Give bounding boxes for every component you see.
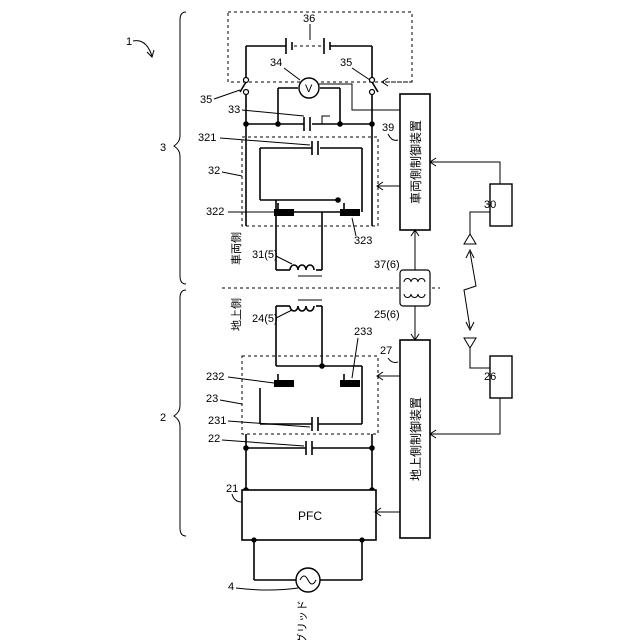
label-ground-side: 地上側 [230,298,243,331]
ref-inv-sw232: 232 [206,371,224,383]
ref-inv-sw233: 233 [354,326,372,338]
ref-relay-left: 35 [200,94,212,106]
ref-vehicle-system: 3 [160,142,166,154]
vehicle-antenna-feed [470,212,490,234]
ref-cap22: 22 [208,433,220,445]
ref-cap33: 33 [228,104,240,116]
ref-ground-system: 2 [160,412,166,424]
ref-ground-comm: 25(6) [374,309,400,321]
rect-cap-leader [220,138,310,145]
node-grid-left [251,537,256,542]
comm-device-frame [400,270,430,306]
pfc-label: PFC [298,509,322,523]
ref-relay-right: 35 [340,57,352,69]
ground-ctrl-leader [388,358,398,363]
node-22-right [369,445,375,451]
label-vehicle-side: 車両側 [229,232,243,265]
ref-grid: 4 [228,581,234,593]
ref-vehicle-comm: 37(6) [374,259,400,271]
node-33-mid-right [337,121,343,127]
ground-coil [290,306,314,311]
inv-switch-232 [274,380,294,387]
vehicle-antenna-icon [464,234,476,244]
rect-switch-323 [340,209,360,216]
node-rect-mid [335,197,341,203]
node-33-left [243,121,249,127]
vehicle-coil [290,265,314,270]
ref-vehicle-ctrl: 39 [382,122,394,134]
voltmeter-symbol-text: V [305,83,313,95]
node-33-right [369,121,375,127]
battery-unit-frame [228,12,412,82]
ref-vehicle-antenna: 30 [484,199,496,211]
relay-right-leader [352,68,370,80]
ref-rect-sw323: 323 [354,235,372,247]
ref-vehicle-coil: 31(5) [252,249,278,261]
cap22-leader [222,440,304,446]
inverter-frame [242,356,378,434]
grid-label: グリッド [295,600,309,640]
relay-right-contact-top [370,78,375,83]
ground-antenna-icon [464,338,476,348]
ref-ground-antenna: 26 [484,371,496,383]
cap33-leader [242,110,304,116]
ref-pfc: 21 [226,483,238,495]
ref-battery: 36 [303,13,315,25]
ref-system: 1 [126,36,132,48]
inv-sw233-leader [352,338,358,378]
ground-antenna-feed [470,348,490,368]
ground-antenna-link [430,398,500,434]
relay-right-contact-bottom [370,90,375,95]
inv-sw232-leader [228,377,274,383]
pfc-leader [232,494,242,502]
cap33-sense-arrow [322,116,330,124]
node-inv-mid [319,363,325,369]
vehicle-coil-leader [276,256,292,264]
grid-leader [236,588,298,590]
ground-coil-leader [276,310,292,318]
ref-rect-sw322: 322 [206,206,224,218]
relay-left-leader [214,90,240,99]
ref-ground-ctrl: 27 [380,345,392,357]
rectifier-leader [222,172,242,176]
wireless-link-icon [464,252,476,328]
ref-voltmeter: 34 [270,57,282,69]
node-33-mid-left [275,121,281,127]
ref-ground-coil: 24(5) [252,313,278,325]
inv-switch-233 [340,380,360,387]
inverter-leader [220,400,242,404]
vehicle-system-bracket [174,12,186,284]
voltmeter-leader [284,68,300,80]
ref-rectifier: 32 [208,165,220,177]
ref-inverter: 23 [206,393,218,405]
relay-left-contact-top [244,78,249,83]
vehicle-ctrl-leader [388,134,398,140]
relay-left-contact-bottom [244,90,249,95]
node-grid-right [359,537,364,542]
ground-system-bracket [174,290,186,536]
vehicle-ctrl-label: 車両側制御装置 [408,120,423,204]
ref-rect-cap: 321 [198,132,216,144]
rect-sw323-leader [352,218,356,236]
ref-inv-cap: 231 [208,415,226,427]
ground-ctrl-label: 地上側制御装置 [408,397,423,481]
vehicle-antenna-link [430,162,500,184]
rect-switch-322 [274,209,294,216]
node-22-left [243,445,249,451]
